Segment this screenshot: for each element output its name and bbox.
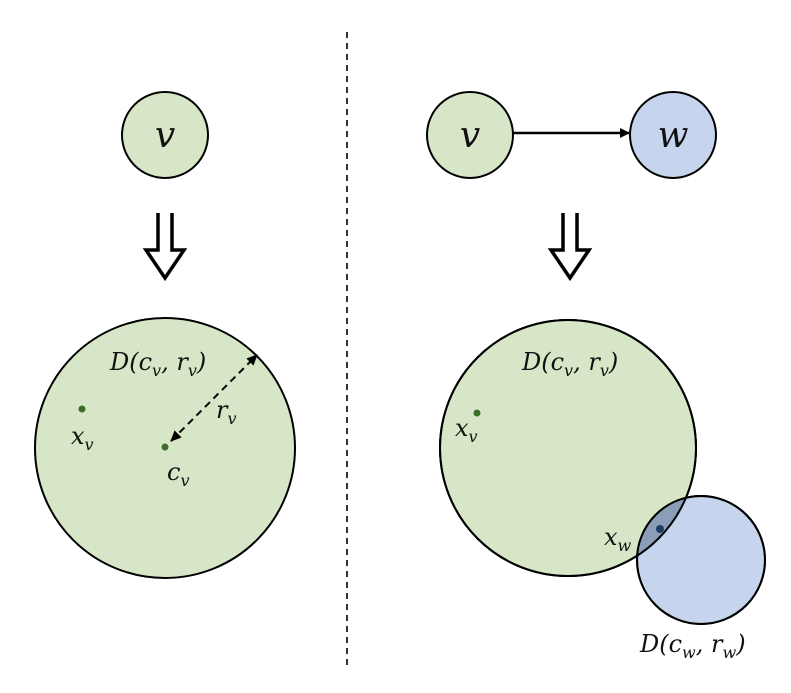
center-cv-left (161, 443, 169, 451)
node-v-left-label: v (155, 115, 175, 156)
disk-w-right-outline (636, 495, 766, 625)
implies-arrow-left (142, 213, 188, 282)
radius-arrow-left (170, 354, 258, 442)
node-w (629, 91, 717, 179)
point-xv-left-label: xv (71, 422, 94, 454)
disk-v-right-outline (439, 319, 697, 577)
disk-v-label-right: D(cv, rv) (521, 348, 618, 380)
radius-label-left: rv (216, 396, 237, 428)
point-xv-right (473, 409, 481, 417)
point-xv-right-label: xv (455, 414, 478, 446)
node-v-right-label: v (460, 115, 480, 156)
center-cv-left-label: cv (167, 458, 190, 490)
implies-arrow-right (547, 213, 593, 282)
point-xv-left (78, 405, 86, 413)
right-panel: v w D(cv, rv) xv xw D (426, 91, 766, 662)
point-xw-right (656, 525, 664, 533)
point-xw-right-label: xw (604, 523, 632, 555)
disk-w-label-right: D(cw, rw) (639, 630, 746, 662)
node-v-right (426, 91, 514, 179)
node-v-left (121, 91, 209, 179)
left-panel: v D(cv, rv) xv cv rv (34, 91, 296, 579)
node-w-label: w (658, 115, 689, 156)
